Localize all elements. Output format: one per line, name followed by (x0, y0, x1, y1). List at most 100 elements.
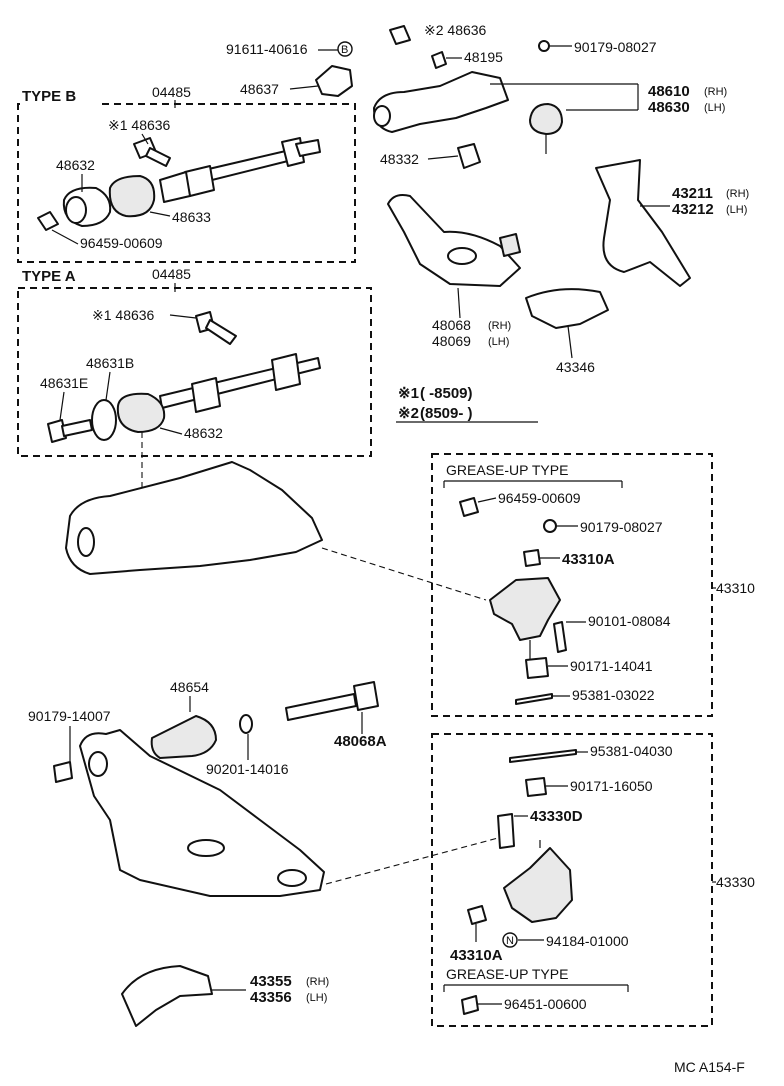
part-48195: 48195 (464, 49, 503, 65)
kit-43330-id: 43330 (716, 874, 755, 890)
bushing-a-48632 (116, 392, 166, 433)
bumper-48332 (457, 143, 481, 169)
bolt-48068a (285, 693, 357, 721)
part-48637: 48637 (240, 81, 279, 97)
kit-43330-part-96451: 96451-00600 (504, 996, 587, 1012)
part-48068a: 48068A (334, 733, 387, 750)
plug-43310a (523, 549, 541, 567)
kit-43330-grease-title: GREASE-UP TYPE (446, 966, 568, 982)
kit-43310-part-96459: 96459-00609 (498, 490, 581, 506)
washer-48631b (91, 399, 117, 441)
kit-43330-part-43310a: 43310A (450, 947, 503, 964)
part-48630-lh: (LH) (704, 102, 725, 114)
part-48068: 48068 (432, 317, 471, 333)
pin-95381-04030 (509, 749, 577, 763)
part-48332: 48332 (380, 151, 419, 167)
kit-43310-box (431, 453, 713, 717)
kit-43330-part-94184: 94184-01000 (546, 933, 629, 949)
nut-90171-16050 (525, 777, 547, 797)
part-48610-rh: (RH) (704, 86, 727, 98)
type-b-part-48632: 48632 (56, 157, 95, 173)
part-43211: 43211 (672, 185, 713, 202)
kit-43330-box (431, 733, 713, 1027)
upper-control-arm (65, 461, 323, 575)
note-1-range: ( -8509) (420, 385, 473, 402)
type-a-title: TYPE A (22, 268, 76, 285)
type-a-part-48636: ※1 48636 (92, 307, 155, 323)
part-48068-rh: (RH) (488, 320, 511, 332)
kit-43330: 43330 95381-04030 90171-16050 43330D 433… (431, 733, 755, 1027)
kit-43330-part-95381: 95381-04030 (590, 743, 673, 759)
bolt-48636-2 (389, 25, 411, 45)
type-a-group-number: 04485 (152, 266, 191, 282)
knuckle-43211 (595, 159, 691, 287)
type-b-part-96459: 96459-00609 (80, 235, 163, 251)
nut-90179-08027 (538, 40, 550, 52)
part-43212: 43212 (672, 201, 714, 218)
part-48610: 48610 (648, 83, 690, 100)
ball-joint-43310 (489, 577, 561, 641)
kit-43310: 43310 GREASE-UP TYPE 96459-00609 90179-0… (431, 453, 755, 717)
bushing-48654 (150, 715, 217, 759)
type-a-group: TYPE A 04485 ※1 48636 48631B 48631E 4863… (17, 266, 372, 457)
kit-43310-part-90171: 90171-14041 (570, 658, 653, 674)
part-90179-08027: 90179-08027 (574, 39, 657, 55)
kit-43330-part-43330d: 43330D (530, 808, 583, 825)
kit-43310-grease-title: GREASE-UP TYPE (446, 462, 568, 478)
kit-43310-id: 43310 (716, 580, 755, 596)
circle-n-marker (502, 932, 518, 948)
nut-90179-14007 (53, 761, 73, 783)
part-43355: 43355 (250, 973, 292, 990)
type-a-box (17, 287, 372, 457)
nut-90171-14041 (525, 657, 549, 679)
part-48630: 48630 (648, 99, 690, 116)
circle-n-label: N (506, 935, 514, 947)
part-90201-14016: 90201-14016 (206, 761, 289, 777)
upper-arm-parts: 91611-40616 B 48637 ※2 48636 48195 90179… (226, 22, 749, 375)
part-91611-40616: 91611-40616 (226, 41, 308, 57)
lower-arm-parts: 90179-14007 48654 90201-14016 48068A 433… (28, 679, 499, 1027)
type-a-part-48632: 48632 (184, 425, 223, 441)
part-48069-lh: (LH) (488, 336, 509, 348)
clip-48195 (431, 51, 447, 69)
part-43355-rh: (RH) (306, 976, 329, 988)
ball-joint-43330 (503, 847, 573, 923)
kit-43310-part-95381: 95381-03022 (572, 687, 655, 703)
type-b-part-48633: 48633 (172, 209, 211, 225)
bolt-90101 (553, 621, 567, 653)
note-1-mark: ※1 (398, 385, 419, 402)
shield-43346 (525, 288, 609, 329)
shaft-tip (295, 139, 321, 157)
fitting-96459-kit (459, 497, 479, 517)
bracket-48637 (315, 65, 353, 97)
part-43356-lh: (LH) (306, 992, 327, 1004)
part-48069: 48069 (432, 333, 471, 349)
ball-joint-upper (529, 103, 563, 135)
shaft-thread (159, 171, 191, 203)
type-b-box (17, 103, 356, 263)
kit-43310-part-90179: 90179-08027 (580, 519, 663, 535)
type-a-part-48631e: 48631E (40, 375, 88, 391)
plug-43310a-lower (467, 905, 487, 925)
bushing-48633 (108, 175, 156, 218)
circle-b-label: B (341, 44, 348, 56)
arm-48068 (387, 194, 521, 287)
part-43356: 43356 (250, 989, 292, 1006)
pin-95381-03022 (515, 693, 553, 705)
kit-43310-part-43310a: 43310A (562, 551, 615, 568)
circle-b-marker (337, 41, 353, 57)
note-2-mark: ※2 (398, 405, 419, 422)
part-90179-14007: 90179-14007 (28, 708, 111, 724)
type-b-group-number: 04485 (152, 84, 191, 100)
fitting-96451 (461, 995, 479, 1015)
part-43212-lh: (LH) (726, 204, 747, 216)
part-48654: 48654 (170, 679, 209, 695)
note-2-range: (8509- ) (420, 405, 473, 422)
kit-43310-part-90101: 90101-08084 (588, 613, 671, 629)
fitting-96459 (37, 211, 59, 231)
part-48636-2: ※2 48636 (424, 22, 487, 38)
diagram-code: MC A154-F (674, 1059, 745, 1075)
shield-43355 (121, 965, 213, 1027)
washer-90201 (239, 714, 253, 734)
